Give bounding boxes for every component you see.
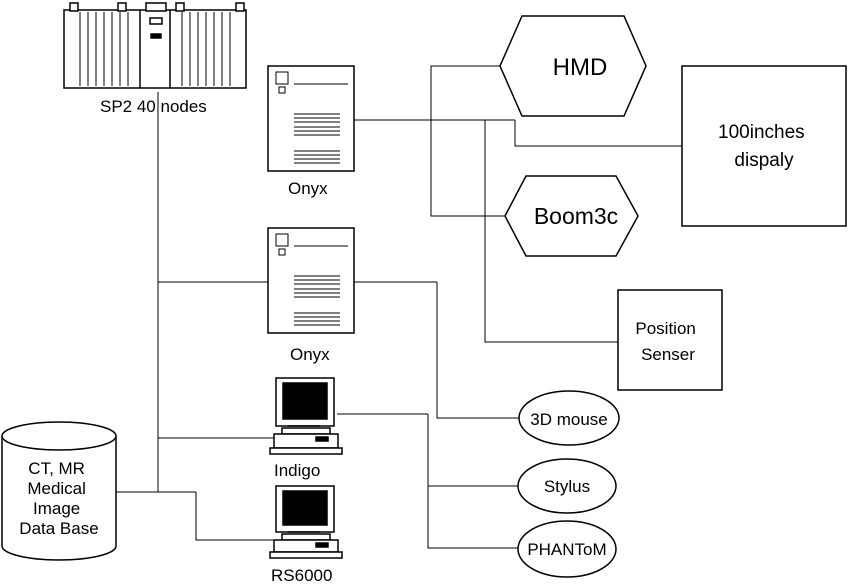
indigo-label: Indigo — [274, 461, 320, 480]
phantom-label: PHANToM — [527, 540, 606, 559]
phantom-node — [517, 520, 617, 578]
database-label: CT, MR Medical Image Data Base — [19, 459, 98, 538]
onyx-bottom-label: Onyx — [290, 345, 330, 364]
rs6000-label: RS6000 — [271, 566, 332, 585]
display-label: 100inches dispaly — [718, 122, 810, 171]
database-line-4: Data Base — [19, 519, 98, 538]
display-line-2: dispaly — [734, 150, 794, 171]
onyx-bottom-workstation-icon — [267, 227, 355, 334]
connection-lines — [116, 65, 682, 549]
sp2-supercomputer-icon — [63, 2, 247, 89]
boom3c-node — [504, 175, 639, 257]
database-line-3: Image — [33, 499, 80, 518]
display-line-1: 100inches — [718, 122, 805, 143]
boom3c-label: Boom3c — [534, 203, 618, 229]
stylus-label: Stylus — [544, 477, 590, 496]
database-cylinder-icon — [1, 421, 117, 561]
position-sensor-line-2: Senser — [641, 345, 695, 364]
onyx-top-label: Onyx — [288, 179, 328, 198]
mouse3d-label: 3D mouse — [530, 410, 607, 429]
stylus-node — [517, 458, 617, 514]
position-sensor-line-1: Position — [635, 319, 695, 338]
position-sensor-label: Position Senser — [635, 319, 700, 364]
onyx-top-workstation-icon — [267, 65, 355, 172]
hmd-node — [499, 15, 647, 117]
database-line-1: CT, MR — [28, 459, 85, 478]
indigo-computer-icon — [269, 377, 343, 455]
mouse3d-node — [518, 390, 620, 446]
hmd-label: HMD — [553, 54, 608, 81]
display-node — [681, 65, 847, 227]
position-sensor-node — [617, 289, 723, 391]
sp2-label: SP2 40 nodes — [100, 97, 207, 116]
database-line-2: Medical — [27, 479, 86, 498]
rs6000-computer-icon — [269, 485, 343, 559]
